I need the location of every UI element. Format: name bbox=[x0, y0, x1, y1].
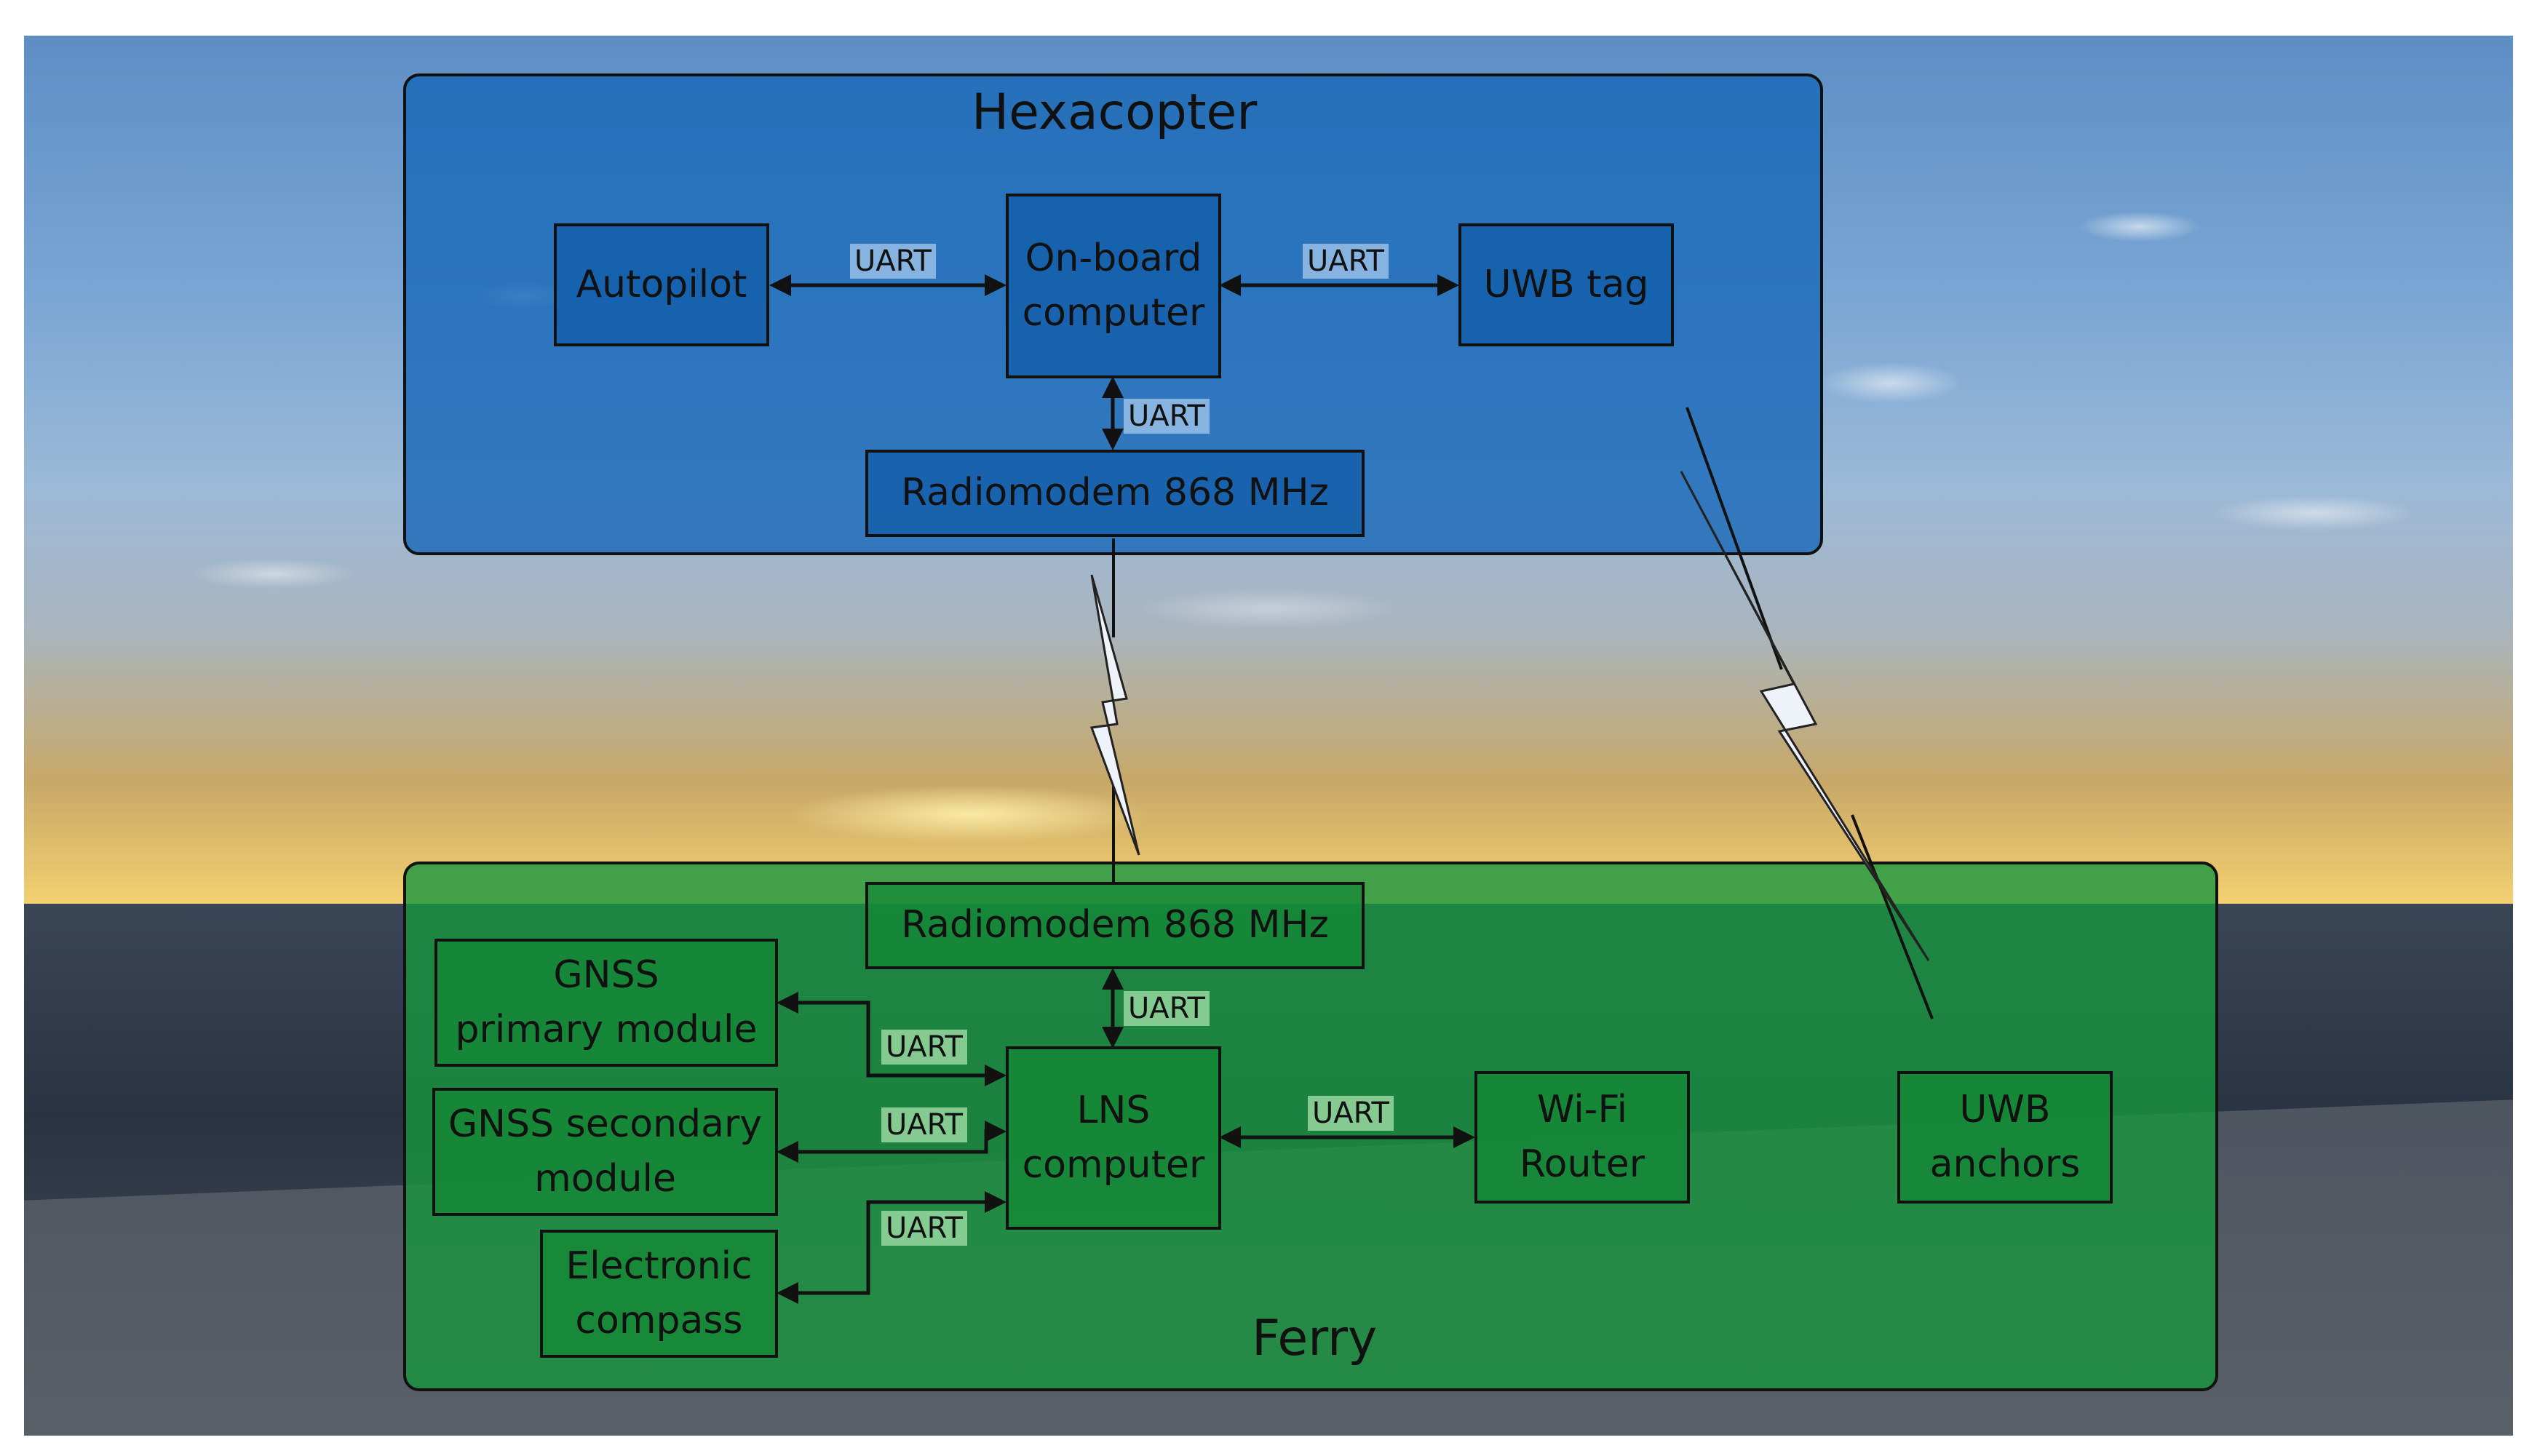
uart-label-uwbtag: UART bbox=[1303, 244, 1389, 279]
onboard-computer-block: On-board computer bbox=[1006, 194, 1221, 378]
lns-computer-block: LNS computer bbox=[1006, 1046, 1221, 1230]
uwb-anchors-block: UWB anchors bbox=[1897, 1071, 2113, 1204]
uart-label-gnss-secondary: UART bbox=[881, 1107, 967, 1142]
uwb-tag-block: UWB tag bbox=[1458, 223, 1674, 346]
uart-label-radiomodem-hexa: UART bbox=[1124, 399, 1210, 434]
gnss-secondary-block: GNSS secondary module bbox=[432, 1088, 778, 1216]
hexacopter-radiomodem-block: Radiomodem 868 MHz bbox=[865, 450, 1365, 537]
uart-label-radiomodem-ferry: UART bbox=[1124, 991, 1210, 1026]
gnss-primary-block: GNSS primary module bbox=[434, 939, 778, 1067]
uart-label-gnss-primary: UART bbox=[881, 1030, 967, 1065]
hexacopter-title: Hexacopter bbox=[972, 84, 1258, 141]
ferry-title: Ferry bbox=[1252, 1310, 1378, 1367]
uart-label-autopilot: UART bbox=[850, 244, 936, 279]
wifi-router-block: Wi-Fi Router bbox=[1474, 1071, 1690, 1204]
electronic-compass-block: Electronic compass bbox=[540, 1230, 778, 1358]
autopilot-block: Autopilot bbox=[554, 223, 769, 346]
uart-label-wifi: UART bbox=[1308, 1096, 1394, 1131]
ferry-radiomodem-block: Radiomodem 868 MHz bbox=[865, 882, 1365, 969]
uart-label-compass: UART bbox=[881, 1211, 967, 1246]
sunset-glow bbox=[788, 785, 1152, 843]
